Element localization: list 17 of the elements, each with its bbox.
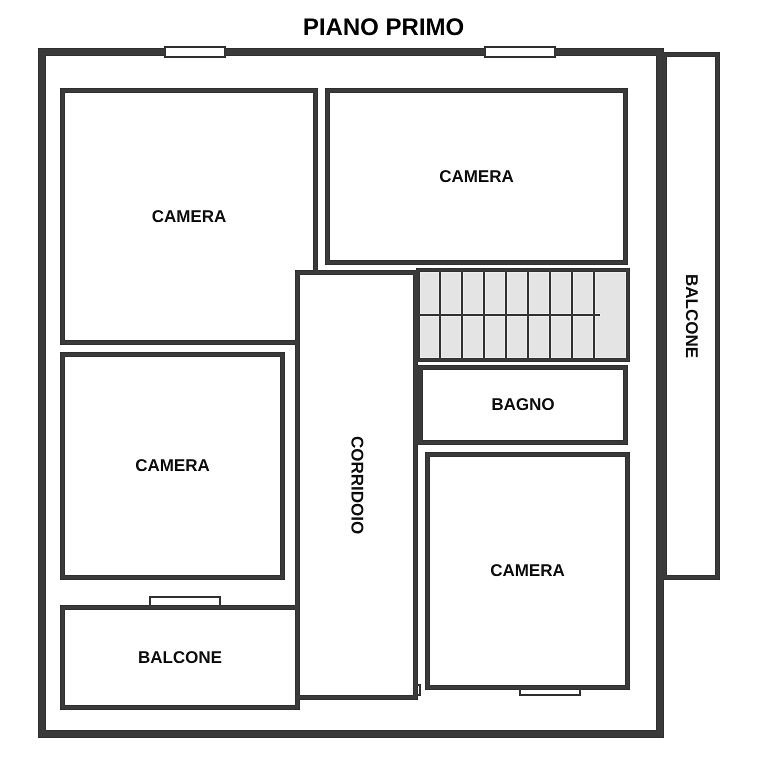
room-label: CAMERA [135, 456, 210, 476]
room-label: BAGNO [491, 395, 555, 415]
room-label: CORRIDOIO [346, 436, 366, 534]
room-outline [425, 452, 630, 690]
room-outline [662, 52, 720, 580]
room-outline [60, 605, 300, 710]
room-label: BALCONE [138, 648, 222, 668]
room-outline [60, 88, 318, 345]
room-label: BALCONE [681, 274, 701, 358]
room-label: CAMERA [439, 166, 514, 186]
room-outline [60, 352, 285, 580]
room-label: CAMERA [152, 206, 226, 226]
room-outline [325, 88, 628, 265]
room-label: CAMERA [490, 561, 565, 581]
plan-title: PIANO PRIMO [302, 14, 466, 42]
room-outline [295, 270, 418, 700]
room-outline [418, 365, 628, 445]
